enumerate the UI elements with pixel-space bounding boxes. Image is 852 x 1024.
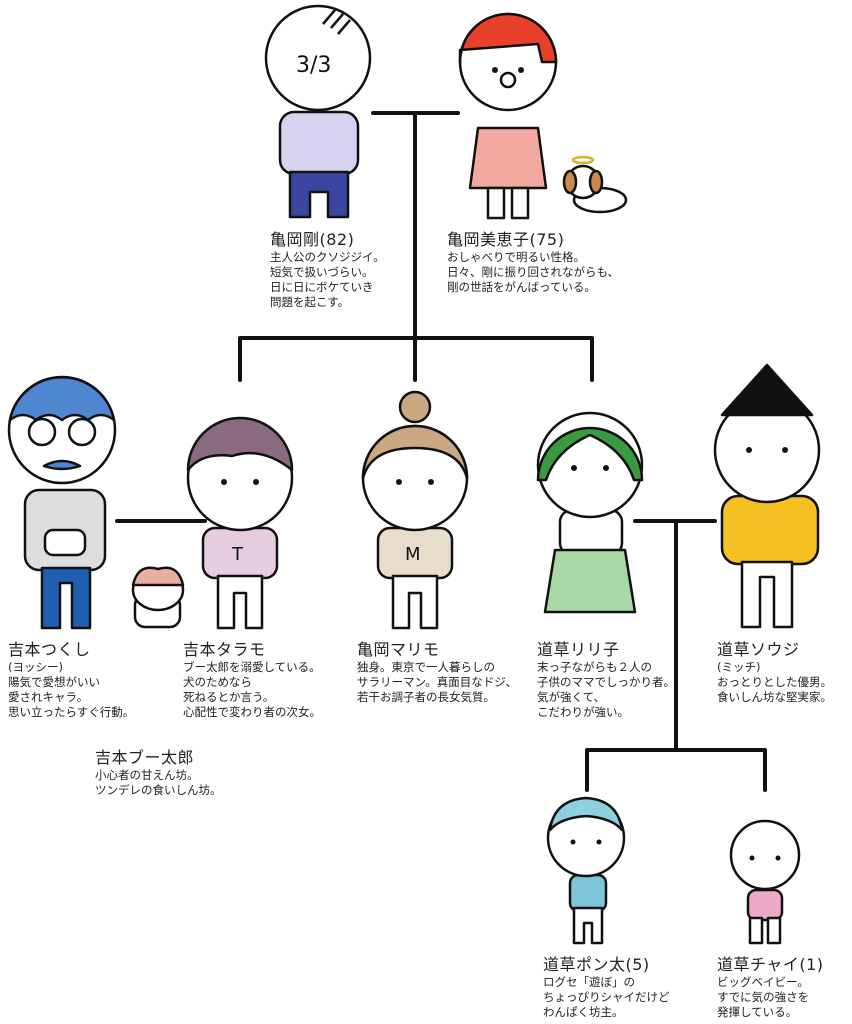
riri-desc-3: 気が強くて、	[537, 690, 606, 704]
tsukushi-desc-1: 陽気で愛想がいい	[8, 675, 100, 689]
taramo-desc-4: 心配性で変わり者の次女。	[183, 705, 321, 719]
grandparents-connector	[238, 111, 594, 382]
taramo-figure: T	[186, 416, 294, 630]
ponta-desc-2: ちょっぴりシャイだけど	[543, 990, 670, 1004]
souji-name: 道草ソウジ	[717, 640, 800, 659]
ponta-name: 道草ポン太(5)	[543, 955, 650, 974]
chai-figure	[729, 819, 801, 945]
tsuyoshi-face-text: 3/3	[296, 53, 331, 78]
marimo-figure: M	[361, 390, 469, 630]
butaro-desc-1: 小心者の甘えん坊。	[95, 768, 199, 782]
ponta-desc-1: ログセ「遊ぼ」の	[543, 975, 635, 989]
butaro-dog-figure	[131, 566, 185, 629]
mieko-name: 亀岡美恵子(75)	[447, 230, 565, 249]
riri-profile: 道草リリ子 末っ子ながらも２人の 子供のママでしっかり者。 気が強くて、 こだわ…	[537, 640, 675, 720]
mieko-profile: 亀岡美恵子(75) おしゃべりで明るい性格。 日々、剛に振り回されながらも、 剛…	[447, 230, 619, 295]
butaro-name: 吉本ブー太郎	[95, 748, 195, 767]
taramo-profile: 吉本タラモ ブー太郎を溺愛している。 犬のためなら 死ねるとか言う。 心配性で変…	[183, 640, 321, 720]
souji-desc-1: おっとりとした優男。	[717, 675, 832, 689]
tsukushi-desc-3: 思い立ったらすぐ行動。	[8, 705, 135, 719]
tsukushi-profile: 吉本つくし (ヨッシー) 陽気で愛想がいい 愛されキャラ。 思い立ったらすぐ行動…	[8, 640, 134, 720]
tsuyoshi-profile: 亀岡剛(82) 主人公のクソジジイ。 短気で扱いづらい。 日に日にボケていき 問…	[270, 230, 385, 310]
souji-profile: 道草ソウジ (ミッチ) おっとりとした優男。 食いしん坊な堅実家。	[717, 640, 832, 705]
tsuyoshi-desc-1: 主人公のクソジジイ。	[270, 250, 385, 264]
connector-lines	[115, 111, 767, 792]
riri-desc-2: 子供のママでしっかり者。	[537, 675, 675, 689]
dog-angel-figure	[562, 155, 628, 214]
riri-name: 道草リリ子	[537, 640, 620, 659]
marimo-profile: 亀岡マリモ 独身。東京で一人暮らしの サラリーマン。真面目なドジ、 若干お調子者…	[357, 640, 517, 705]
tsukushi-figure	[7, 375, 117, 630]
souji-desc-2: 食いしん坊な堅実家。	[717, 690, 832, 704]
chai-profile: 道草チャイ(1) ビッグベイビー。 すでに気の強さを 発揮している。	[717, 955, 824, 1020]
taramo-desc-1: ブー太郎を溺愛している。	[183, 660, 321, 674]
tsuyoshi-figure: 3/3	[264, 4, 372, 219]
souji-nickname: (ミッチ)	[717, 660, 761, 674]
marimo-desc-3: 若干お調子者の長女気質。	[357, 690, 495, 704]
taramo-name: 吉本タラモ	[183, 640, 266, 659]
marimo-desc-1: 独身。東京で一人暮らしの	[357, 660, 495, 674]
chai-desc-2: すでに気の強さを	[717, 990, 810, 1004]
mieko-desc-3: 剛の世話をがんばっている。	[447, 280, 596, 294]
taramo-desc-2: 犬のためなら	[183, 675, 252, 689]
marimo-name: 亀岡マリモ	[357, 640, 440, 659]
chai-desc-3: 発揮している。	[717, 1005, 798, 1019]
mieko-desc-2: 日々、剛に振り回されながらも、	[447, 265, 620, 279]
faces	[221, 67, 788, 861]
marimo-shirt-letter: M	[405, 544, 421, 565]
taramo-shirt-letter: T	[231, 544, 244, 565]
riri-souji-connector	[585, 519, 767, 792]
tsukushi-nickname: (ヨッシー)	[8, 660, 63, 674]
ponta-figure	[546, 796, 626, 945]
ponta-profile: 道草ポン太(5) ログセ「遊ぼ」の ちょっぴりシャイだけど わんぱく坊主。	[543, 955, 670, 1020]
butaro-profile: 吉本ブー太郎 小心者の甘えん坊。 ツンデレの食いしん坊。	[95, 748, 222, 798]
tsuyoshi-desc-2: 短気で扱いづらい。	[270, 265, 374, 279]
tsukushi-desc-2: 愛されキャラ。	[8, 690, 89, 704]
tsuyoshi-desc-3: 日に日にボケていき	[270, 280, 374, 294]
mieko-figure	[458, 12, 558, 220]
riri-figure	[536, 411, 644, 614]
riri-desc-4: こだわりが強い。	[537, 705, 629, 719]
mieko-desc-1: おしゃべりで明るい性格。	[447, 250, 585, 264]
chai-desc-1: ビッグベイビー。	[717, 975, 809, 989]
marimo-desc-2: サラリーマン。真面目なドジ、	[357, 675, 517, 689]
souji-figure	[713, 363, 821, 629]
ponta-desc-3: わんぱく坊主。	[543, 1005, 624, 1019]
taramo-desc-3: 死ねるとか言う。	[183, 690, 275, 704]
tsukushi-name: 吉本つくし	[8, 640, 91, 659]
chai-name: 道草チャイ(1)	[717, 955, 824, 974]
tsuyoshi-name: 亀岡剛(82)	[270, 230, 355, 249]
tsuyoshi-desc-4: 問題を起こす。	[270, 295, 350, 309]
riri-desc-1: 末っ子ながらも２人の	[537, 660, 652, 674]
butaro-desc-2: ツンデレの食いしん坊。	[95, 783, 222, 797]
